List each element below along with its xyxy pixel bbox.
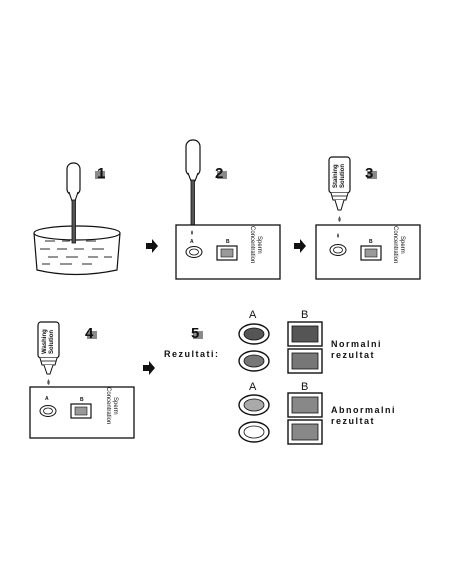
test-window-b (291, 396, 319, 414)
result-window-b (364, 248, 378, 258)
arrow-right-icon (294, 239, 306, 253)
result-window-b (74, 406, 88, 416)
abnormal-label-1: Abnormalni (331, 405, 396, 415)
staining-bottle-icon: Staining Solution (328, 156, 351, 222)
arrow-right-icon (143, 361, 155, 375)
control-spot-a (243, 354, 265, 368)
step-4: 4 Washing Solution A B Sperm Concentrati… (29, 321, 135, 439)
abnormal-col-a-label: A (249, 381, 257, 393)
step-5: 5 Rezultati: A B Normalni rezultat A B (164, 309, 396, 445)
sample-well-a (43, 407, 53, 415)
card-label-2: Concentration (392, 226, 398, 263)
step-2: 2 A B Sperm Concentration (175, 139, 281, 280)
test-window-b (291, 325, 319, 343)
window-b-label: B (226, 239, 230, 245)
bottle-label-1: Washing (42, 329, 48, 354)
washing-bottle-icon: Washing Solution (37, 321, 60, 385)
window-a-label: A (45, 396, 49, 402)
result-window-b (220, 248, 234, 258)
card-label-1: Sperm (112, 397, 118, 415)
bottle-label-1: Staining (333, 164, 339, 188)
card-label-2: Concentration (249, 226, 255, 263)
step-2-number: 2 (215, 165, 223, 182)
sample-well-a (189, 248, 199, 256)
abnormal-label-2: rezultat (331, 416, 375, 426)
normal-label-1: Normalni (331, 339, 382, 349)
card-label-2: Concentration (105, 387, 111, 424)
test-card: A B Sperm Concentration (29, 386, 135, 439)
abnormal-col-b-label: B (301, 381, 308, 393)
step-3-number: 3 (365, 165, 373, 182)
step-3-badge (367, 171, 377, 179)
arrow-right-icon (146, 239, 158, 253)
step-5-badge (193, 331, 203, 339)
normal-col-b-label: B (301, 309, 308, 321)
step-1-number: 1 (97, 165, 105, 182)
droplet-icon (337, 233, 339, 238)
window-b-label: B (80, 397, 84, 403)
normal-label-2: rezultat (331, 350, 375, 360)
abnormal-result: A B Abnormalni rezultat (238, 381, 396, 445)
window-b-label: B (369, 239, 373, 245)
control-spot-a (243, 327, 265, 341)
test-card: A B Sperm Concentration (175, 224, 281, 280)
sample-well-a (333, 246, 343, 254)
step-3: 3 Staining Solution B Sperm Concentratio… (315, 156, 421, 280)
control-spot-a (243, 398, 265, 412)
bottle-label-2: Solution (49, 330, 55, 354)
control-spot-a (243, 425, 265, 439)
card-label-1: Sperm (399, 236, 405, 254)
normal-result: A B Normalni rezultat (238, 309, 382, 374)
test-window-b (291, 352, 319, 370)
specimen-cup (33, 225, 121, 276)
window-a-label: A (190, 239, 194, 245)
step-4-badge (87, 331, 97, 339)
step-2-badge (217, 171, 227, 179)
bottle-label-2: Solution (340, 164, 346, 188)
card-label-1: Sperm (256, 236, 262, 254)
normal-col-a-label: A (249, 309, 257, 321)
results-label: Rezultati: (164, 349, 220, 359)
pipette-icon (66, 162, 81, 244)
step-1-badge (95, 171, 105, 179)
droplet-icon (191, 230, 193, 235)
step-1: 1 (33, 162, 121, 276)
pipette-icon (185, 139, 201, 228)
step-4-number: 4 (85, 325, 94, 342)
step-5-number: 5 (191, 325, 199, 342)
test-window-b (291, 423, 319, 441)
test-card: B Sperm Concentration (315, 224, 421, 280)
